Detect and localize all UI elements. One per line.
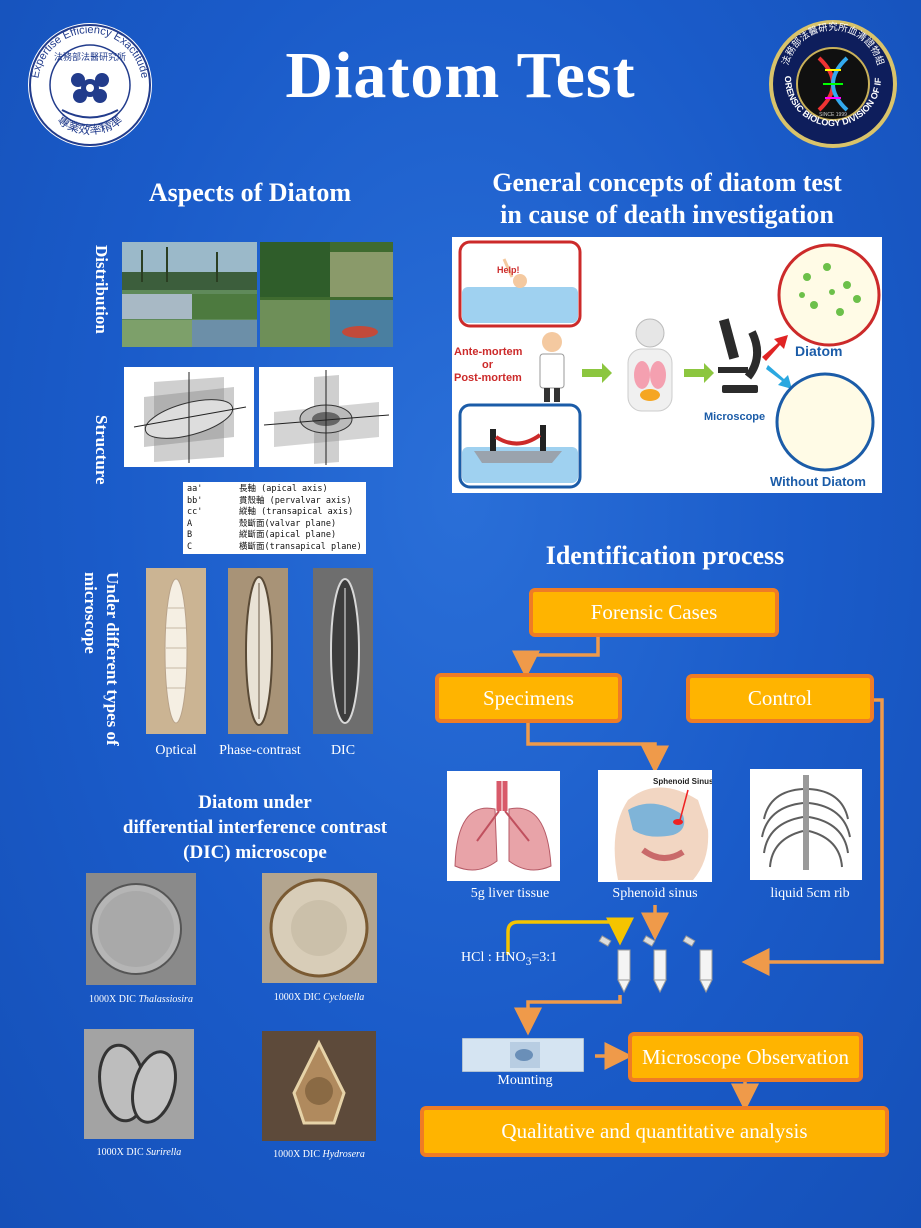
cyclotella-image (262, 873, 377, 983)
diatom-text: Diatom (795, 343, 842, 359)
structure-label: Structure (92, 415, 111, 485)
test-tubes-icon (598, 935, 713, 994)
legend-row: bb' 貫殼軸 (pervalvar axis) (187, 496, 362, 508)
thalassiosira-image (86, 873, 196, 985)
surirella-caption: 1000X DIC Surirella (96, 1147, 182, 1158)
without-diatom-text: Without Diatom (770, 474, 866, 489)
forensic-cases-box: Forensic Cases (529, 588, 779, 637)
liver-lung-image (447, 771, 560, 881)
ante-line1: Ante-mortem (454, 346, 523, 358)
distribution-label: Distribution (92, 245, 111, 334)
legend-desc: 縱軸 (transapical axis) (239, 507, 354, 518)
legend-key: aa' (187, 484, 203, 494)
microscope-observation-box: Microscope Observation (628, 1032, 863, 1082)
legend-row: C 橫斷面(transapical plane) (187, 542, 362, 554)
legend-desc: 橫斷面(transapical plane) (239, 541, 362, 552)
concepts-title-line2: in cause of death investigation (500, 200, 834, 229)
legend-key: cc' (187, 507, 203, 518)
logo-since-text: SINCE 1999 (819, 112, 847, 118)
legend-desc: 長軸 (apical axis) (239, 484, 328, 494)
legend-row: cc' 縱軸 (transapical axis) (187, 507, 362, 519)
ifm-emblem-logo: Expertise Efficiency Exactitude 專業效率精準 法… (28, 23, 152, 147)
acid-ratio-label: HCl : HNO3=3:1 (461, 950, 558, 968)
mounting-slide-image (462, 1038, 584, 1072)
distribution-collage-2 (260, 242, 393, 347)
logo-inner-text: 法務部法醫研究所 (54, 51, 126, 63)
distribution-collage-1 (122, 242, 257, 347)
optical-caption: Optical (155, 743, 197, 758)
aspects-title: Aspects of Diatom (148, 178, 352, 207)
dic-title-line3: (DIC) microscope (183, 842, 327, 863)
help-text: Help! (497, 265, 520, 275)
rib-caption: liquid 5cm rib (770, 886, 850, 901)
ante-line3: Post-mortem (454, 372, 522, 384)
dic-caption: DIC (330, 743, 356, 758)
hydrosera-image (262, 1031, 376, 1141)
dic-image (313, 568, 373, 734)
page-title: Diatom Test (285, 39, 636, 112)
structure-diagram-1 (124, 367, 254, 467)
legend-key: A (187, 518, 193, 529)
analysis-box: Qualitative and quantitative analysis (420, 1106, 889, 1157)
rib-cage-image (750, 769, 862, 880)
microscope-label-line2: microscope (81, 572, 100, 654)
cyclotella-caption: 1000X DIC Cyclotella (273, 992, 365, 1003)
dic-title-line1: Diatom under (198, 792, 312, 813)
optical-image (146, 568, 206, 734)
thalassiosira-caption: 1000X DIC Thalassiosira (89, 994, 193, 1005)
forensic-biology-logo: FORENSIC BIOLOGY DIVISION OF IFM 法務部法醫研究… (765, 18, 897, 148)
legend-row: aa' 長軸 (apical axis) (187, 484, 362, 496)
legend-key: bb' (187, 495, 203, 506)
liver-caption: 5g liver tissue (470, 886, 550, 901)
axis-legend: aa' 長軸 (apical axis) bb' 貫殼軸 (pervalvar axi… (183, 482, 366, 554)
concept-diagram-art: Help! Ante-mortem or Post-mortem Microsc… (454, 240, 881, 489)
dic-section-title: Diatom under differential interference c… (70, 790, 440, 865)
legend-key: B (187, 530, 193, 541)
identification-title: Identification process (545, 541, 785, 570)
phase-contrast-image (228, 568, 288, 734)
microscope-types-label: Under different types of microscope (78, 572, 122, 762)
ante-line2: or (482, 359, 494, 371)
mounting-caption: Mounting (497, 1073, 553, 1088)
legend-row: B 縱斷面(apical plane) (187, 530, 362, 542)
concepts-title-line1: General concepts of diatom test (492, 168, 842, 197)
surirella-image (84, 1029, 194, 1139)
legend-desc: 殼斷面(valvar plane) (239, 518, 337, 529)
sphenoid-callout: Sphenoid Sinus (653, 777, 712, 786)
hydrosera-caption: 1000X DIC Hydrosera (273, 1149, 365, 1160)
dic-title-line2: differential interference contrast (122, 817, 388, 838)
microscope-label-line1: Under different types of (103, 572, 122, 746)
legend-desc: 貫殼軸 (pervalvar axis) (239, 495, 352, 506)
sphenoid-sinus-image: Sphenoid Sinus (598, 770, 712, 882)
legend-desc: 縱斷面(apical plane) (239, 530, 337, 541)
concepts-title: General concepts of diatom test in cause… (450, 167, 884, 231)
legend-key: C (187, 541, 193, 552)
concept-diagram: Help! Ante-mortem or Post-mortem Microsc… (452, 237, 882, 493)
specimens-box: Specimens (435, 673, 622, 723)
sphenoid-caption: Sphenoid sinus (612, 886, 698, 901)
microscope-text: Microscope (704, 411, 765, 423)
legend-row: A 殼斷面(valvar plane) (187, 519, 362, 531)
control-box: Control (686, 674, 874, 723)
structure-diagram-2 (259, 367, 393, 467)
phase-contrast-caption: Phase-contrast (219, 743, 301, 758)
